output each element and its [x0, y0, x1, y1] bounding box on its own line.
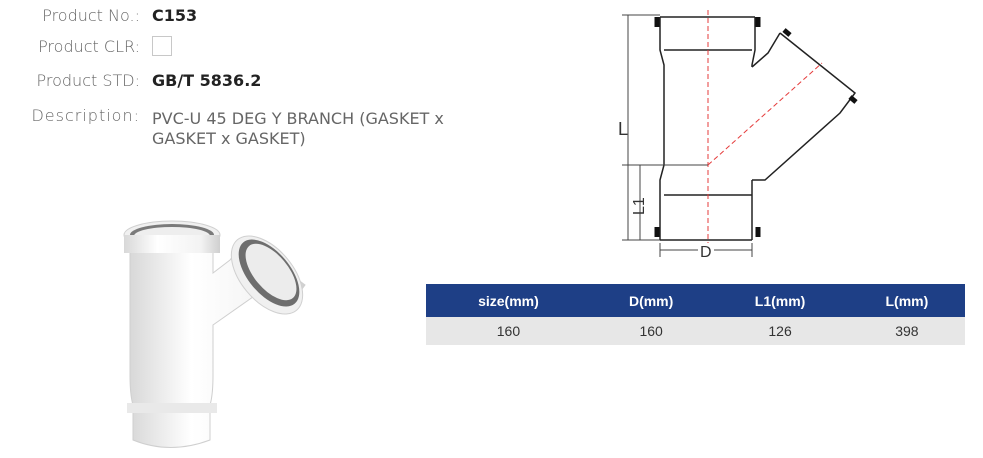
table-row: 160 160 126 398 [426, 317, 965, 345]
product-clr-label: Product CLR: [38, 37, 140, 56]
cell-size: 160 [426, 317, 591, 345]
dimension-label-d: D [700, 244, 712, 261]
pipe-outline [659, 16, 857, 241]
table-header-row: size(mm) D(mm) L1(mm) L(mm) [426, 284, 965, 317]
product-photo [123, 220, 306, 448]
dimension-drawing: L L1 D [618, 10, 858, 261]
y-branch-shape [123, 220, 306, 448]
specification-table: size(mm) D(mm) L1(mm) L(mm) 160 160 126 … [426, 284, 965, 345]
cell-l1: 126 [711, 317, 849, 345]
dimension-lines [622, 14, 753, 257]
color-swatch [152, 36, 172, 56]
gasket-marks [654, 17, 858, 237]
cell-d: 160 [590, 317, 712, 345]
column-header-l1: L1(mm) [711, 284, 849, 317]
dimension-label-l1: L1 [631, 197, 648, 215]
column-header-size: size(mm) [426, 284, 591, 317]
description-label: Description: [31, 106, 140, 125]
product-no-label: Product No.: [42, 6, 140, 25]
product-std-label: Product STD: [36, 71, 140, 90]
cell-l: 398 [848, 317, 965, 345]
column-header-d: D(mm) [590, 284, 712, 317]
product-std-value: GB/T 5836.2 [152, 71, 262, 90]
product-no-value: C153 [152, 6, 198, 25]
description-text: PVC-U 45 DEG Y BRANCH (GASKET x GASKET x… [152, 109, 444, 148]
center-lines [707, 10, 823, 245]
column-header-l: L(mm) [848, 284, 965, 317]
dimension-label-l: L [618, 119, 628, 139]
